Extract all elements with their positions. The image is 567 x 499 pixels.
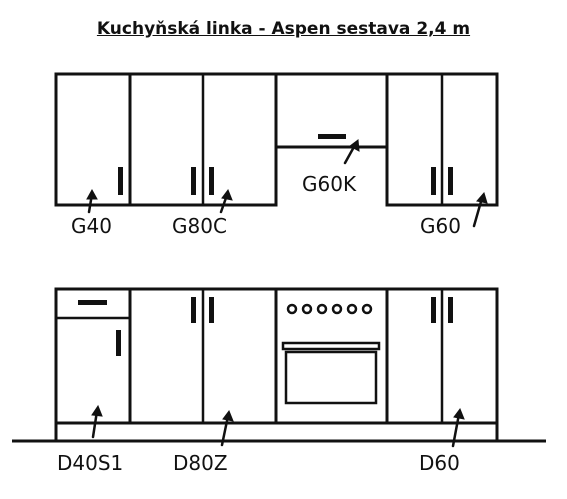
wall-unit-g60 xyxy=(385,72,499,207)
arrow-g60 xyxy=(472,191,488,228)
drawer-handle xyxy=(78,300,107,305)
base-unit-d80z xyxy=(128,287,278,425)
door-handle-right xyxy=(209,167,214,195)
arrow-g60k xyxy=(343,139,360,165)
wall-unit-g60k xyxy=(274,72,389,149)
base-unit-d60 xyxy=(385,287,499,425)
door-handle-right xyxy=(209,297,214,323)
label-d80z: D80Z xyxy=(173,451,228,475)
plinth xyxy=(54,421,499,443)
label-g40: G40 xyxy=(71,214,112,238)
label-d60: D60 xyxy=(419,451,460,475)
arrow-d80z xyxy=(220,409,234,447)
wall-unit-g80c xyxy=(128,72,278,207)
door-handle-left xyxy=(431,297,436,323)
stove-knob xyxy=(361,303,373,315)
stove-knob xyxy=(286,303,298,315)
stove-knob xyxy=(346,303,358,315)
label-d40s1: D40S1 xyxy=(57,451,123,475)
door-handle-left xyxy=(431,167,436,195)
door-handle xyxy=(116,330,121,356)
arrow-g80c xyxy=(219,188,233,214)
door-handle-left xyxy=(191,297,196,323)
stove-unit xyxy=(274,287,389,425)
arrow-g40 xyxy=(86,188,98,214)
door-handle-left xyxy=(191,167,196,195)
stove-knob xyxy=(331,303,343,315)
stove-knob xyxy=(316,303,328,315)
arrow-d60 xyxy=(451,407,465,448)
label-g80c: G80C xyxy=(172,214,227,238)
oven-handle-bar xyxy=(281,341,381,351)
door-handle-right xyxy=(448,167,453,195)
diagram-title: Kuchyňská linka - Aspen sestava 2,4 m xyxy=(96,19,471,39)
stove-knob xyxy=(301,303,313,315)
door-handle xyxy=(118,167,123,195)
door-handle-right xyxy=(448,297,453,323)
label-g60k: G60K xyxy=(302,172,357,196)
arrow-d40s1 xyxy=(91,404,103,439)
base-unit-d40s1 xyxy=(54,287,132,425)
label-g60: G60 xyxy=(420,214,461,238)
oven-door xyxy=(284,350,378,405)
flap-handle xyxy=(318,134,346,139)
wall-unit-g40 xyxy=(54,72,132,207)
